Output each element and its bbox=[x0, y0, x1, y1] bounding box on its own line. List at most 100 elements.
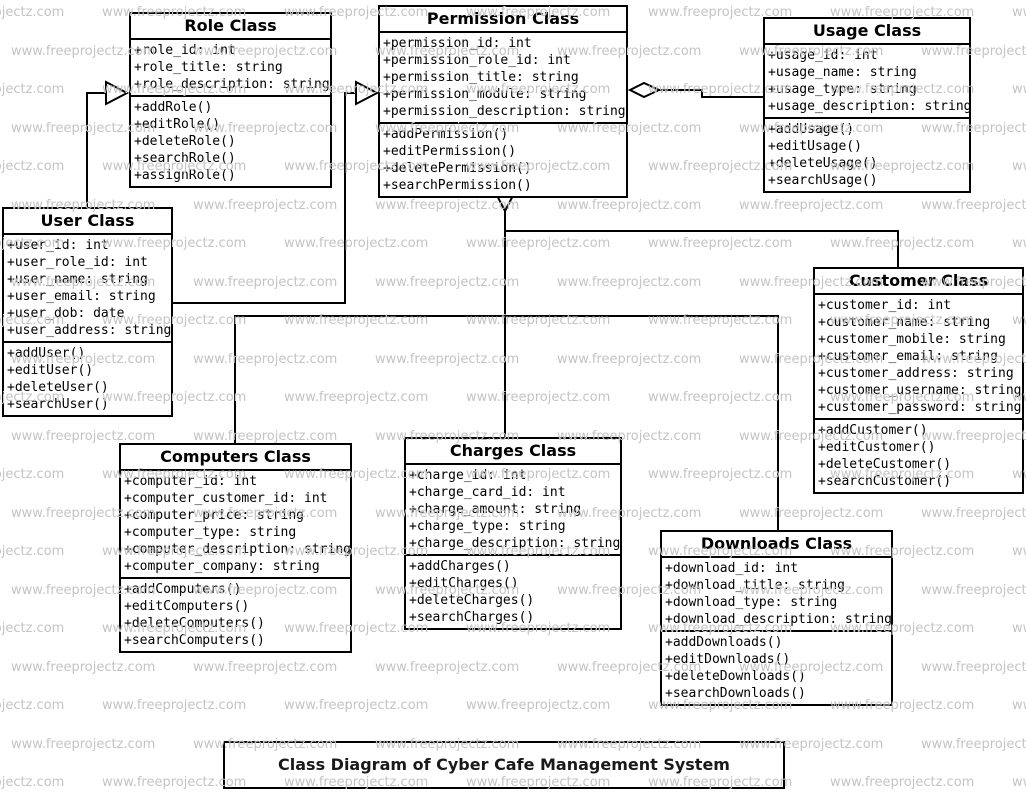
user-to-permission-generalization-line bbox=[173, 92, 357, 304]
class-attribute: +customer_id: int bbox=[818, 298, 952, 313]
class-title-user: User Class bbox=[4, 209, 171, 235]
class-attribute: +user_email: string bbox=[7, 289, 156, 304]
class-attributes-section-charges: +charge_id: int +charge_card_id: int +char… bbox=[406, 465, 620, 556]
class-methods-section-user: +addUser()+editUser()+deleteUser()+searc… bbox=[4, 343, 171, 415]
class-method: +addUsage() bbox=[768, 122, 855, 137]
class-method: +editCharges() bbox=[409, 576, 519, 591]
class-method: +searchCustomer() bbox=[818, 474, 952, 489]
class-attribute: +download_title: string bbox=[665, 578, 846, 593]
class-method: +assignRole() bbox=[134, 168, 236, 183]
permission-aggregation-hub-line bbox=[505, 230, 899, 267]
class-attribute: +customer_mobile: string bbox=[818, 332, 1006, 347]
class-method: +editUsage() bbox=[768, 139, 862, 154]
class-attribute: +usage_id: int bbox=[768, 48, 878, 63]
class-attribute: +customer_name: string bbox=[818, 315, 991, 330]
class-method: +deleteCustomer() bbox=[818, 457, 952, 472]
class-methods-section-role: +addRole() +editRole() +deleteRole() +searc… bbox=[131, 97, 330, 186]
class-methods-section-permission: +addPermission() +editPermission() +delete… bbox=[380, 124, 626, 196]
class-attribute: +customer_address: string bbox=[818, 366, 1014, 381]
class-methods-section-usage: +addUsage() +editUsage() +deleteUsage() +se… bbox=[765, 119, 969, 191]
class-attributes-section-user: +user_id: int+user_role_id: int+user_nam… bbox=[4, 235, 171, 343]
class-title-downloads: Downloads Class bbox=[662, 532, 891, 558]
class-box-permission: Permission Class+permission_id: int+perm… bbox=[378, 5, 628, 198]
permission-to-usage-aggregation-marker bbox=[627, 81, 662, 99]
class-attribute: +usage_name: string bbox=[768, 65, 917, 80]
class-attribute: +role_title: string bbox=[134, 60, 283, 75]
class-method: +addComputers() bbox=[124, 582, 242, 597]
class-method: +searchRole() bbox=[134, 151, 236, 166]
class-title-customer: Customer Class bbox=[815, 269, 1022, 295]
class-method: +addPermission() bbox=[383, 127, 509, 142]
class-attributes-section-role: +role_id: int +role_title: string +role_de… bbox=[131, 40, 330, 97]
class-attribute: +customer_password: string bbox=[818, 400, 1022, 415]
class-title-role: Role Class bbox=[131, 14, 330, 40]
class-box-user: User Class+user_id: int+user_role_id: in… bbox=[2, 207, 173, 417]
class-attribute: +download_description: string bbox=[665, 612, 892, 627]
permission-to-usage-aggregation-line bbox=[658, 89, 763, 98]
class-attribute: +computer_description: string bbox=[124, 542, 351, 557]
class-attributes-section-usage: +usage_id: int +usage_name: string +usage_… bbox=[765, 45, 972, 119]
class-method: +editComputers() bbox=[124, 599, 250, 614]
class-method: +searchComputers() bbox=[124, 633, 265, 648]
class-methods-section-downloads: +addDownloads()+editDownloads()+deleteDo… bbox=[662, 632, 891, 704]
class-methods-section-charges: +addCharges()+editCharges()+deleteCharge… bbox=[406, 556, 620, 628]
class-attribute: +user_dob: date bbox=[7, 306, 125, 321]
class-box-role: Role Class +role_id: int +role_title: stri… bbox=[129, 12, 332, 188]
diagram-caption-box: Class Diagram of Cyber Cafe Management S… bbox=[223, 741, 785, 789]
class-attribute: +charge_amount: string bbox=[409, 502, 582, 517]
class-attribute: +permission_id: int bbox=[383, 36, 532, 51]
class-attribute: +charge_description: string bbox=[409, 536, 621, 551]
class-attribute: +computer_customer_id: int bbox=[124, 491, 328, 506]
class-method: +deleteCharges() bbox=[409, 593, 535, 608]
class-title-computers: Computers Class bbox=[121, 445, 350, 471]
class-attributes-section-customer: +customer_id: int +customer_name: string +… bbox=[815, 295, 1022, 420]
class-attribute: +user_name: string bbox=[7, 272, 148, 287]
class-method: +editDownloads() bbox=[665, 652, 791, 667]
class-method: +editCustomer() bbox=[818, 440, 936, 455]
class-method: +searchCharges() bbox=[409, 610, 535, 625]
class-attribute: +computer_type: string bbox=[124, 525, 297, 540]
class-method: +addDownloads() bbox=[665, 635, 783, 650]
class-attribute: +permission_module: string bbox=[383, 87, 587, 102]
class-attribute: +usage_type: string bbox=[768, 82, 917, 97]
class-attribute: +download_type: string bbox=[665, 595, 838, 610]
class-method: +searchDownloads() bbox=[665, 686, 806, 701]
class-method: +addRole() bbox=[134, 100, 213, 115]
class-attributes-section-computers: +computer_id: int +computer_customer_id: … bbox=[121, 471, 351, 579]
class-attribute: +charge_type: string bbox=[409, 519, 566, 534]
class-attribute: +role_description: string bbox=[134, 77, 330, 92]
class-method: +searchPermission() bbox=[383, 178, 532, 193]
class-method: +deleteUser() bbox=[7, 380, 109, 395]
class-method: +editPermission() bbox=[383, 144, 517, 159]
class-title-usage: Usage Class bbox=[765, 19, 969, 45]
permission-aggregation-hub-line bbox=[234, 315, 779, 530]
class-method: +deletePermission() bbox=[383, 161, 532, 176]
class-attribute: +user_role_id: int bbox=[7, 255, 148, 270]
class-attribute: +charge_id: int bbox=[409, 468, 527, 483]
class-attribute: +customer_username: string bbox=[818, 383, 1022, 398]
user-to-role-generalization-line bbox=[86, 92, 107, 208]
class-method: +editRole() bbox=[134, 117, 221, 132]
class-method: +addCustomer() bbox=[818, 423, 928, 438]
class-box-computers: Computers Class+computer_id: int+compute… bbox=[119, 443, 352, 653]
class-attribute: +permission_role_id: int bbox=[383, 53, 571, 68]
class-attribute: +usage_description: string bbox=[768, 99, 972, 114]
class-method: +deleteRole() bbox=[134, 134, 236, 149]
diagram-caption-text: Class Diagram of Cyber Cafe Management S… bbox=[278, 755, 730, 774]
class-box-customer: Customer Class+customer_id: int+customer… bbox=[813, 267, 1024, 494]
class-attribute: +charge_card_id: int bbox=[409, 485, 566, 500]
class-method: +deleteComputers() bbox=[124, 616, 265, 631]
class-methods-section-customer: +addCustomer() +editCustomer() +deleteCust… bbox=[815, 420, 1022, 492]
class-attribute: +computer_id: int bbox=[124, 474, 258, 489]
class-attribute: +role_id: int bbox=[134, 43, 236, 58]
class-attribute: +download_id: int bbox=[665, 561, 799, 576]
user-to-permission-generalization-marker bbox=[355, 80, 380, 106]
class-method: +searchUsage() bbox=[768, 173, 878, 188]
class-box-usage: Usage Class +usage_id: int +usage_name: st… bbox=[763, 17, 972, 193]
class-method: +addUser() bbox=[7, 346, 86, 361]
class-method: +deleteUsage() bbox=[768, 156, 878, 171]
class-attribute: +permission_description: string bbox=[383, 104, 626, 119]
class-method: +searchUser() bbox=[7, 397, 109, 412]
class-box-downloads: Downloads Class +download_id: int +downloa… bbox=[660, 530, 893, 706]
